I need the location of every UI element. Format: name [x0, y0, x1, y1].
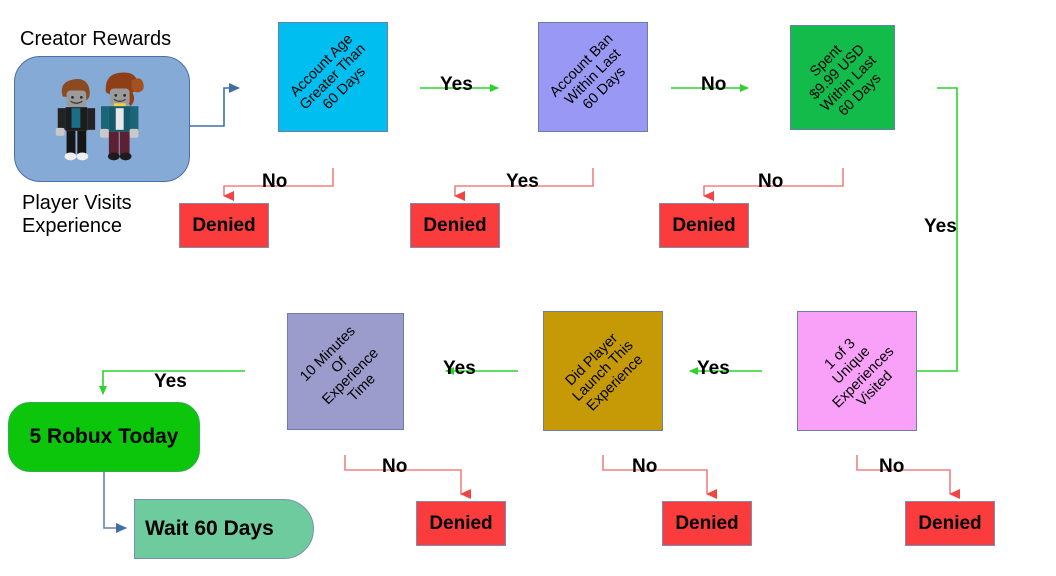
edge-label-time-yes: Yes — [154, 371, 187, 392]
reward-label: 5 Robux Today — [29, 425, 179, 449]
denied-label: Denied — [672, 214, 736, 236]
reward-5-robux-today[interactable]: 5 Robux Today — [8, 402, 200, 472]
decision-unique-experiences[interactable]: 1 of 3 Unique Experiences Visited — [797, 311, 917, 431]
wait-label: Wait 60 Days — [145, 517, 274, 541]
avatar-left — [55, 79, 96, 161]
edge-label-ban-yes: Yes — [506, 171, 539, 192]
edge-label-unique-yes: Yes — [697, 358, 730, 379]
edge-label-spent-yes: Yes — [924, 216, 957, 237]
creator-rewards-caption: Creator Rewards — [20, 28, 172, 50]
edge-label-age-no: No — [262, 171, 288, 192]
decision-spent-999[interactable]: Spent $9.99 USD Within Last 60 Days — [790, 25, 895, 130]
avatar-right — [100, 72, 144, 161]
edge-label-launch-no: No — [632, 456, 658, 477]
denied-label: Denied — [429, 512, 493, 534]
edge-label-time-no: No — [382, 456, 408, 477]
decision-account-ban[interactable]: Account Ban Within Last 60 Days — [538, 22, 648, 132]
denied-box-unique-experiences[interactable]: Denied — [905, 501, 995, 546]
decision-did-player-launch[interactable]: Did Player Launch This Experience — [543, 311, 663, 431]
denied-box-spent[interactable]: Denied — [659, 203, 749, 248]
edge-label-spent-no: No — [758, 171, 784, 192]
edge-label-ban-no: No — [701, 74, 727, 95]
roblox-avatars-image — [55, 72, 144, 161]
wait-60-days[interactable]: Wait 60 Days — [134, 499, 314, 559]
edge-label-age-yes: Yes — [440, 74, 473, 95]
edge-start-to-account-age — [190, 83, 240, 127]
denied-box-did-launch[interactable]: Denied — [662, 501, 752, 546]
denied-box-ten-minutes[interactable]: Denied — [416, 501, 506, 546]
edge-reward-to-wait — [103, 472, 127, 533]
player-visits-experience-caption: Player Visits Experience — [22, 192, 132, 237]
edge-label-launch-yes: Yes — [443, 358, 476, 379]
denied-label: Denied — [192, 214, 256, 236]
denied-box-account-age[interactable]: Denied — [179, 203, 269, 248]
edge-label-unique-no: No — [879, 456, 905, 477]
decision-ten-minutes[interactable]: 10 Minutes Of Experience Time — [287, 313, 404, 430]
denied-label: Denied — [675, 512, 739, 534]
denied-box-account-ban[interactable]: Denied — [410, 203, 500, 248]
denied-label: Denied — [918, 512, 982, 534]
player-visits-experience-card[interactable] — [14, 56, 190, 182]
denied-label: Denied — [423, 214, 487, 236]
decision-account-age[interactable]: Account Age Greater Than 60 Days — [278, 22, 388, 132]
